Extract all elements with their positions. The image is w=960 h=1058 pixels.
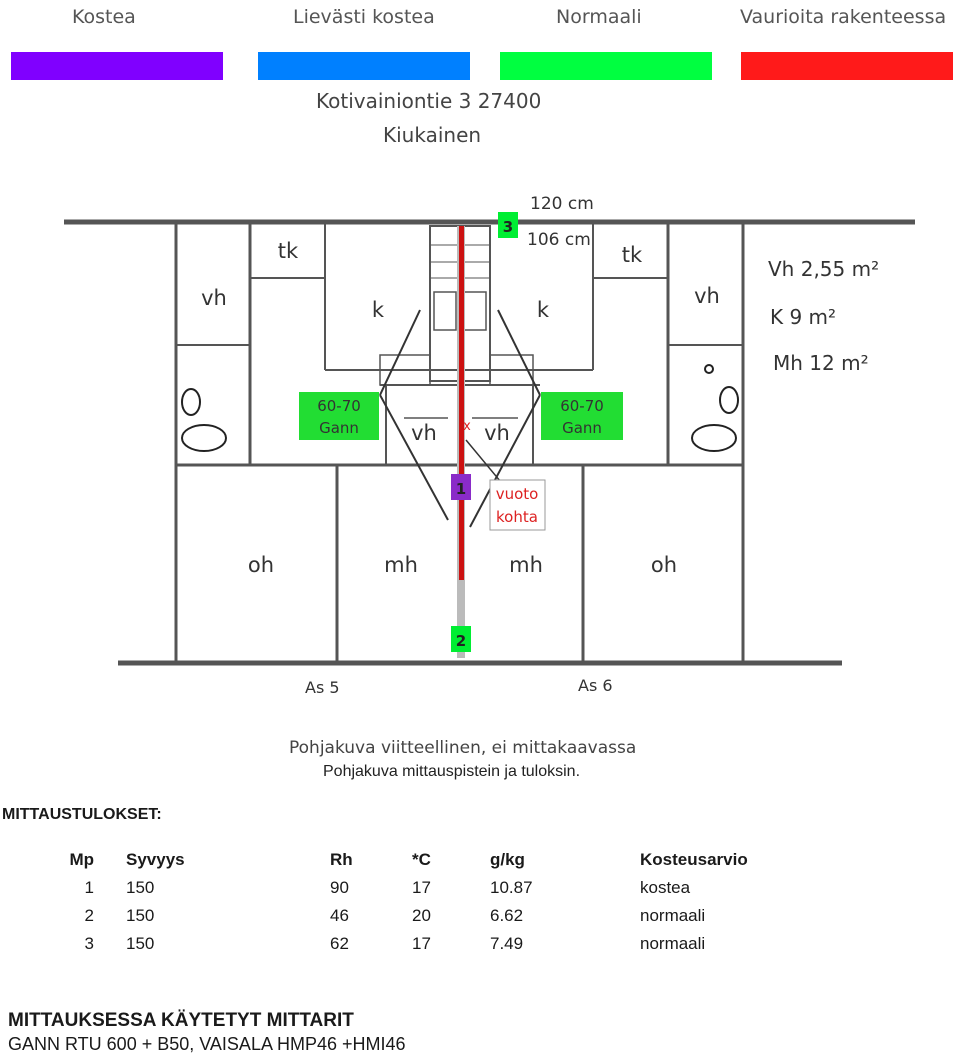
table-row: 2 150 46 20 6.62 normaali: [18, 902, 840, 930]
cell-mp: 3: [84, 934, 94, 953]
meters-title: MITTAUKSESSA KÄYTETYT MITTARIT: [8, 1010, 354, 1031]
pipe-damaged-section: [459, 226, 464, 580]
room-mh-left: mh: [384, 553, 418, 577]
leak-label-1: vuoto: [496, 485, 539, 503]
plan-caption: Pohjakuva mittauspistein ja tuloksin.: [323, 763, 581, 780]
room-vh-right: vh: [694, 284, 720, 308]
cell-rh: 62: [330, 934, 349, 953]
gann-right-label: Gann: [562, 419, 602, 437]
meters-text: GANN RTU 600 + B50, VAISALA HMP46 +HMI46: [8, 1034, 406, 1054]
area-k: K 9 m²: [770, 305, 836, 329]
header-mp: Mp: [69, 850, 94, 869]
legend-swatch-normaali: [500, 52, 712, 80]
leak-box: [489, 479, 546, 531]
leak-mark: x: [463, 419, 471, 434]
cell-mp: 1: [84, 878, 94, 897]
header-syvyys: Syvyys: [126, 850, 185, 869]
leak-label-2: kohta: [496, 508, 538, 526]
cell-mp: 2: [84, 906, 94, 925]
cell-kosteusarvio: normaali: [640, 906, 706, 925]
point-3-label: 3: [503, 218, 513, 236]
room-k-right: k: [537, 298, 550, 322]
point-1-marker: [451, 474, 471, 500]
address-city: Kiukainen: [383, 123, 482, 147]
room-oh-right: oh: [651, 553, 677, 577]
room-oh-left: oh: [248, 553, 274, 577]
room-vh-mid-right: vh: [484, 421, 510, 445]
cell-gkg: 6.62: [490, 906, 524, 925]
legend-swatch-vaurioita: [741, 52, 953, 80]
room-tk-right: tk: [622, 243, 643, 267]
legend-label-normaali: Normaali: [556, 6, 642, 28]
floor-plan: 3 1 2 120 cm 106 cm vh tk k k tk vh vh v…: [64, 194, 915, 697]
cell-rh: 90: [330, 878, 349, 897]
results-table: Mp Syvyys Rh *C g/kg Kosteusarvio 1 150 …: [18, 846, 840, 958]
dimension-inner: 106 cm: [527, 230, 591, 250]
unit-as6: As 6: [578, 676, 613, 695]
results-title: MITTAUSTULOKSET:: [2, 806, 162, 823]
point-3-marker: [498, 212, 518, 238]
room-k-left: k: [372, 298, 385, 322]
cell-syvyys: 150: [126, 906, 155, 925]
point-2-label: 2: [456, 632, 466, 650]
header-gkg: g/kg: [490, 850, 525, 869]
legend-swatch-kostea: [11, 52, 223, 80]
cell-syvyys: 150: [126, 878, 155, 897]
gann-left-label: Gann: [319, 419, 359, 437]
address-street: Kotivainiontie 3 27400: [316, 89, 542, 113]
room-vh-left: vh: [201, 286, 227, 310]
unit-as5: As 5: [305, 678, 340, 697]
room-mh-right: mh: [509, 553, 543, 577]
cell-temp: 17: [412, 934, 431, 953]
area-vh: Vh 2,55 m²: [768, 257, 879, 281]
point-1-label: 1: [456, 480, 466, 498]
cell-gkg: 10.87: [490, 878, 533, 897]
header-temp: *C: [412, 850, 431, 869]
dimension-outer: 120 cm: [530, 194, 594, 214]
cell-kosteusarvio: normaali: [640, 934, 706, 953]
legend-label-vaurioita: Vaurioita rakenteessa: [740, 6, 947, 28]
gann-box-left: [299, 392, 379, 440]
area-mh: Mh 12 m²: [773, 351, 869, 375]
plan-note: Pohjakuva viitteellinen, ei mittakaavass…: [289, 738, 637, 758]
gann-box-right: [541, 392, 623, 440]
room-tk-left: tk: [278, 239, 299, 263]
legend-label-kostea: Kostea: [72, 6, 136, 28]
cell-kosteusarvio: kostea: [640, 878, 691, 897]
cell-gkg: 7.49: [490, 934, 524, 953]
point-2-marker: [451, 626, 471, 652]
table-row: 1 150 90 17 10.87 kostea: [18, 874, 840, 902]
legend-swatch-lievasti-kostea: [258, 52, 470, 80]
cell-temp: 17: [412, 878, 431, 897]
cell-temp: 20: [412, 906, 431, 925]
gann-left-range: 60-70: [317, 397, 361, 415]
room-vh-mid-left: vh: [411, 421, 437, 445]
table-row: 3 150 62 17 7.49 normaali: [18, 930, 840, 958]
header-kosteusarvio: Kosteusarvio: [640, 850, 748, 869]
cell-rh: 46: [330, 906, 349, 925]
gann-right-range: 60-70: [560, 397, 604, 415]
cell-syvyys: 150: [126, 934, 155, 953]
table-header-row: Mp Syvyys Rh *C g/kg Kosteusarvio: [18, 846, 840, 874]
header-rh: Rh: [330, 850, 353, 869]
legend-label-lievasti-kostea: Lievästi kostea: [293, 6, 435, 28]
